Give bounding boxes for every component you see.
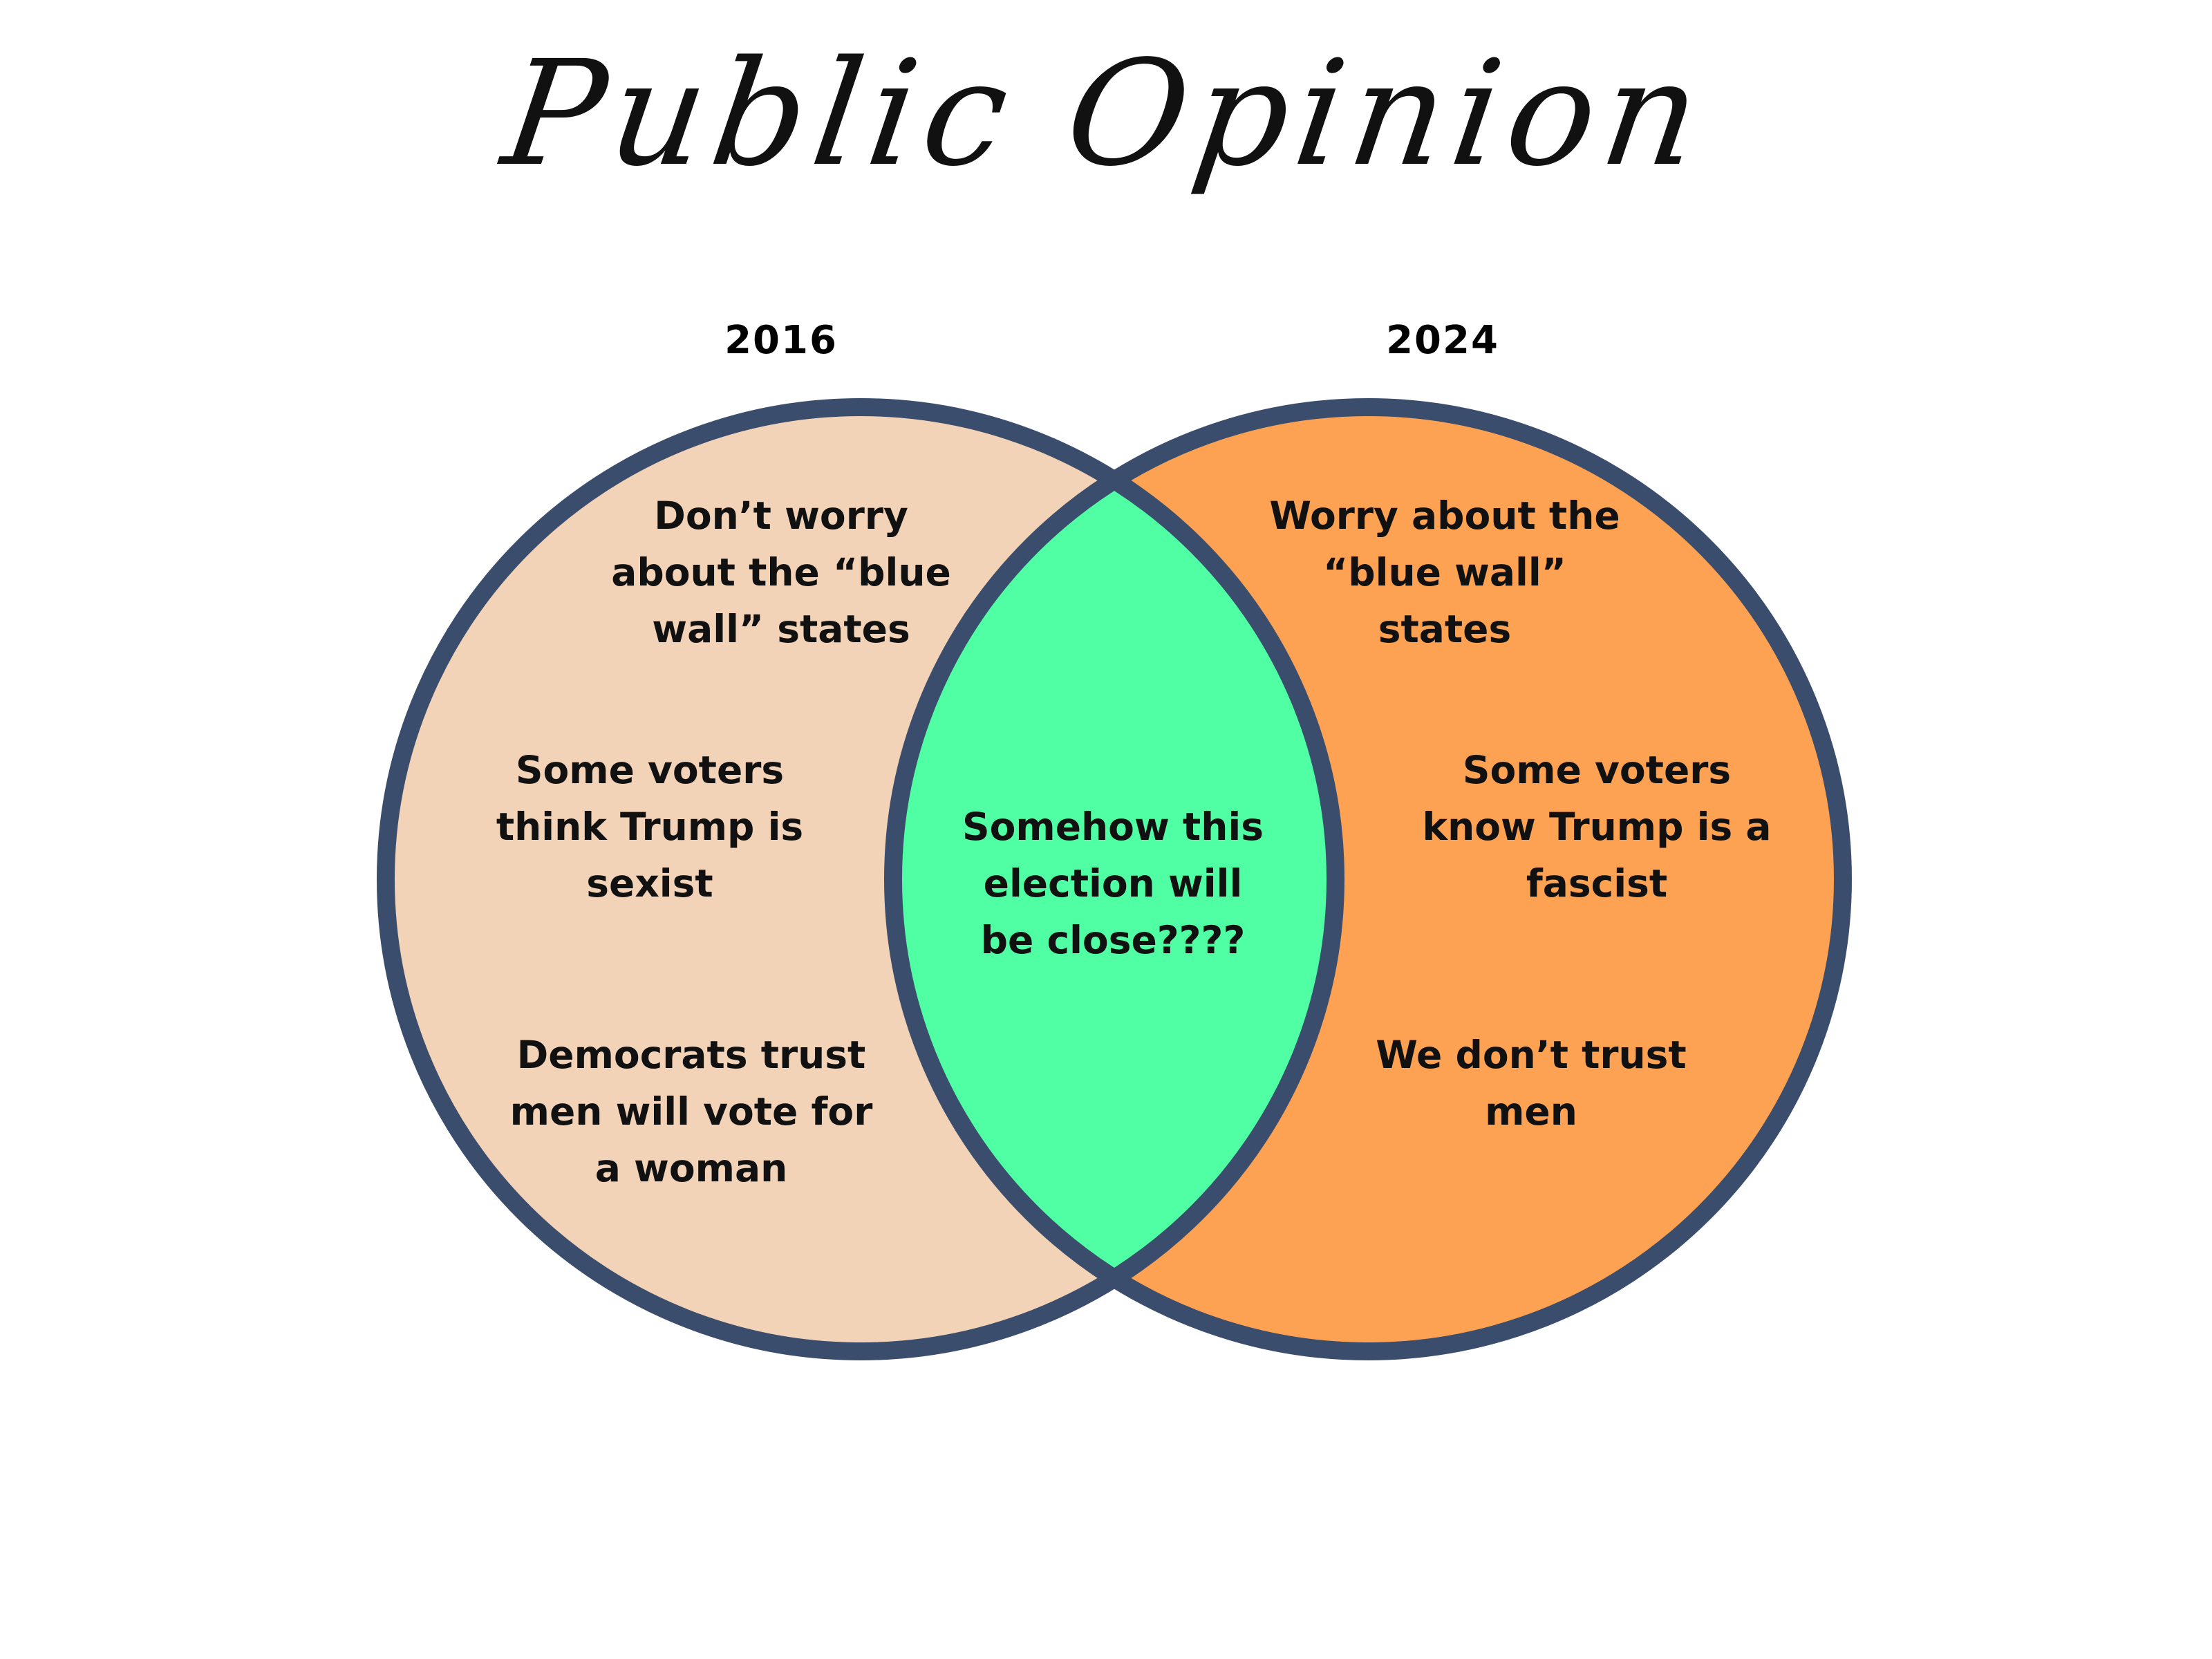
circle-2016-outline — [377, 398, 1344, 1360]
right-item-fascist: Some voters know Trump is a fascist — [1422, 748, 1772, 906]
left-item-trust-men: Democrats trust men will vote for a woma… — [509, 1033, 873, 1190]
circle-2024-outline — [884, 398, 1852, 1360]
overlap-text: Somehow this election will be close???? — [962, 805, 1264, 962]
left-item-blue-wall: Don’t worry about the “blue wall” states — [611, 494, 951, 651]
set-label-2024: 2024 — [1386, 318, 1499, 363]
overlap-region — [893, 407, 1335, 1351]
right-item-blue-wall: Worry about the “blue wall” states — [1269, 494, 1620, 651]
right-item-dont-trust: We don’t trust men — [1376, 1033, 1687, 1134]
left-item-sexist: Some voters think Trump is sexist — [496, 748, 804, 906]
set-label-2016: 2016 — [724, 318, 838, 363]
